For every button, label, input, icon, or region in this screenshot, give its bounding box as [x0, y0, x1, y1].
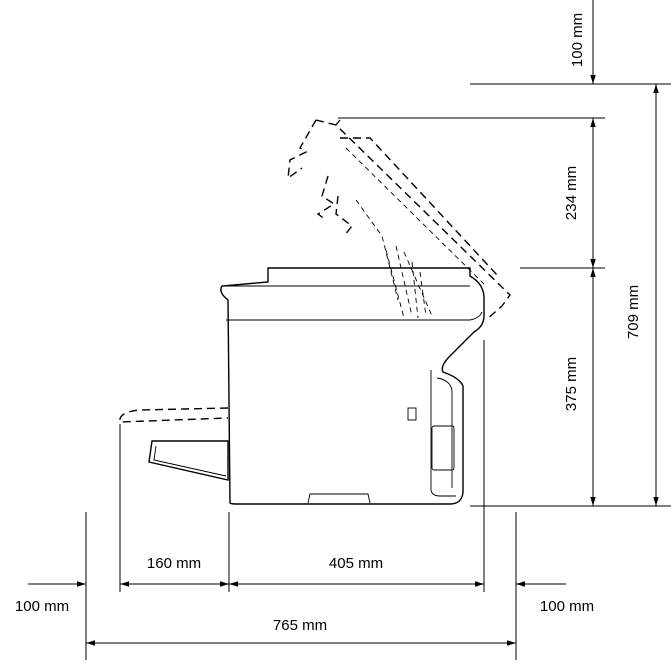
bottom-handle — [307, 493, 371, 504]
label-right-clearance: 100 mm — [540, 598, 594, 615]
label-tray-extension: 160 mm — [147, 555, 201, 572]
extended-tray-outline — [119, 407, 229, 423]
horizontal-dimensions — [28, 581, 566, 646]
printer-body — [220, 267, 485, 505]
label-lid-open-height: 234 mm — [563, 166, 580, 220]
label-total-depth: 765 mm — [273, 617, 327, 634]
label-body-depth: 405 mm — [329, 555, 383, 572]
label-total-height: 709 mm — [625, 285, 642, 339]
label-body-height: 375 mm — [563, 357, 580, 411]
label-top-clearance: 100 mm — [569, 13, 586, 67]
cassette-panel — [431, 425, 455, 471]
printer-illustration — [119, 119, 511, 505]
indicator-slot — [407, 407, 417, 421]
vertical-dimensions — [590, 0, 659, 506]
open-lid-outline — [287, 119, 511, 321]
output-tray — [148, 440, 229, 481]
label-left-clearance: 100 mm — [15, 598, 69, 615]
